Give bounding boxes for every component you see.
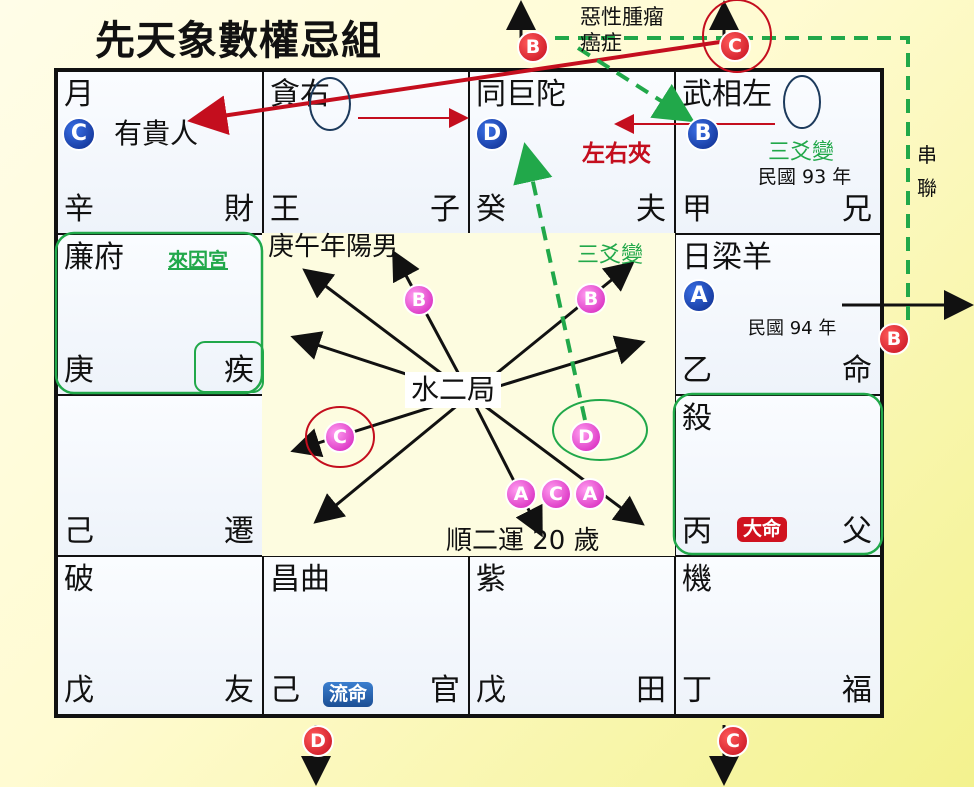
palace-stars: 同巨陀 bbox=[476, 77, 566, 112]
palace-stem: 丁 bbox=[682, 673, 712, 708]
palace-stars: 破 bbox=[64, 562, 94, 597]
green-arrow-center bbox=[513, 142, 587, 421]
palace-name: 疾 bbox=[224, 353, 254, 388]
palace-mao: 己 遷 bbox=[57, 395, 263, 556]
palace-chou: 昌曲 己 官 bbox=[263, 556, 469, 715]
badge-d-center: D bbox=[570, 421, 602, 453]
circle-you bbox=[309, 77, 351, 131]
badge-b-right: B bbox=[878, 323, 910, 355]
red-long-arrow bbox=[187, 40, 721, 136]
green-series-line bbox=[555, 36, 910, 320]
palace-name: 財 bbox=[224, 192, 254, 227]
palace-name: 子 bbox=[430, 192, 460, 227]
palace-stem: 丙 bbox=[682, 514, 712, 549]
circle-d-center bbox=[552, 399, 648, 461]
annotation-sanyaobian-top: 三爻變 bbox=[768, 140, 835, 165]
center-yun: 順二運 20 歲 bbox=[446, 526, 600, 556]
palace-stem: 癸 bbox=[476, 192, 506, 227]
circle-c-center bbox=[305, 406, 375, 468]
liuming-tag: 流命 bbox=[323, 682, 374, 707]
palace-name: 福 bbox=[842, 673, 872, 708]
palace-stars: 昌曲 bbox=[270, 562, 330, 597]
annotation-laiyingong: 來因宮 bbox=[168, 248, 228, 272]
annotation-year93: 民國 93 年 bbox=[758, 166, 852, 188]
palace-stem: 戊 bbox=[64, 673, 94, 708]
badge-d-bottom: D bbox=[302, 725, 334, 757]
palace-stem: 己 bbox=[64, 514, 94, 549]
palace-stem: 辛 bbox=[64, 192, 94, 227]
badge-c-bottom: C bbox=[717, 725, 749, 757]
palace-shen: 武相左 甲 兄 bbox=[675, 71, 881, 234]
badge-b-center-left: B bbox=[403, 284, 435, 316]
palace-stars: 殺 bbox=[682, 401, 712, 436]
badge-c-si: C bbox=[62, 117, 96, 151]
annotation-youguiren: 有貴人 bbox=[114, 117, 199, 150]
green-arrow-upper bbox=[576, 46, 695, 123]
palace-stem: 庚 bbox=[64, 353, 94, 388]
badge-c-center-2: C bbox=[540, 478, 572, 510]
palace-stem: 甲 bbox=[682, 192, 712, 227]
center-bureau: 水二局 bbox=[405, 372, 502, 408]
green-box-chen bbox=[54, 231, 264, 395]
annotation-zuoyoujia: 左右夾 bbox=[582, 141, 651, 167]
badge-b-center-right: B bbox=[575, 283, 607, 315]
palace-name: 兄 bbox=[842, 192, 872, 227]
badge-d-wei: D bbox=[475, 117, 509, 151]
green-box-ji bbox=[194, 341, 264, 393]
palace-hai: 機 丁 福 bbox=[675, 556, 881, 715]
badge-b-top: B bbox=[517, 31, 549, 63]
daming-tag: 大命 bbox=[737, 517, 788, 542]
palace-you: 日梁羊 乙 命 bbox=[675, 234, 881, 395]
palace-stars: 廉府 bbox=[64, 240, 124, 275]
badge-a-center-2: A bbox=[574, 478, 606, 510]
palace-yin: 破 戊 友 bbox=[57, 556, 263, 715]
circle-zuo bbox=[783, 75, 821, 129]
palace-zi: 紫 戊 田 bbox=[469, 556, 675, 715]
palace-stars: 月 bbox=[64, 77, 94, 112]
circle-c-top bbox=[702, 0, 772, 73]
green-box-xu bbox=[672, 392, 884, 556]
palace-stem: 己 bbox=[270, 673, 300, 708]
palace-stars: 紫 bbox=[476, 562, 506, 597]
palace-stars: 日梁羊 bbox=[682, 240, 772, 275]
annotation-year94: 民國 94 年 bbox=[748, 318, 837, 339]
palace-stem: 王 bbox=[270, 192, 300, 227]
palace-name: 命 bbox=[842, 353, 872, 388]
palace-name: 父 bbox=[842, 514, 872, 549]
annotation-tumor: 惡性腫瘤 bbox=[580, 5, 664, 29]
badge-a-center-1: A bbox=[505, 478, 537, 510]
badge-a-you: A bbox=[682, 279, 716, 313]
palace-name: 夫 bbox=[636, 192, 666, 227]
annotation-series-1: 串 bbox=[917, 143, 937, 167]
palace-stem: 乙 bbox=[682, 353, 712, 388]
palace-stars: 機 bbox=[682, 562, 712, 597]
center-title: 庚午年陽男 bbox=[268, 232, 399, 262]
palace-name: 友 bbox=[224, 673, 254, 708]
palace-stem: 戊 bbox=[476, 673, 506, 708]
badge-b-shen: B bbox=[686, 117, 720, 151]
annotation-sanyaobian-center: 三爻變 bbox=[577, 243, 644, 268]
annotation-series-2: 聯 bbox=[917, 176, 937, 200]
palace-name: 遷 bbox=[224, 514, 254, 549]
badge-c-top: C bbox=[719, 30, 751, 62]
palace-name: 田 bbox=[636, 673, 666, 708]
annotation-cancer: 癌症 bbox=[580, 31, 622, 55]
page-title: 先天象數權忌組 bbox=[95, 18, 382, 64]
palace-name: 官 bbox=[430, 673, 460, 708]
badge-c-center: C bbox=[324, 421, 356, 453]
